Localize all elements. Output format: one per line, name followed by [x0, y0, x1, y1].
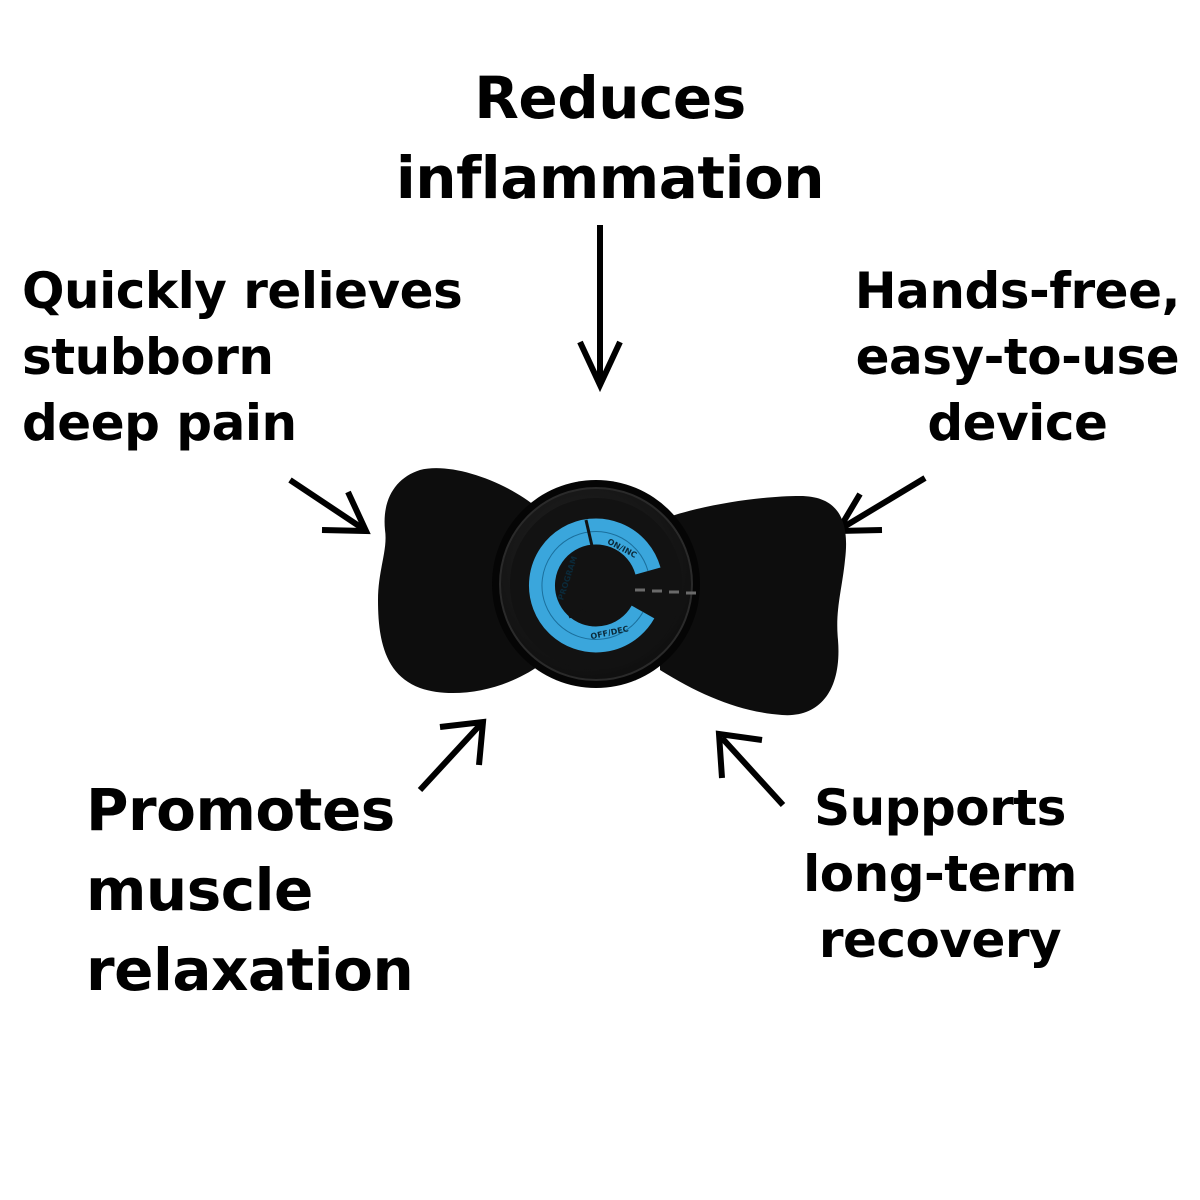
arrow-top-left	[288, 477, 371, 535]
callout-line: stubborn	[22, 328, 274, 386]
arrow-top-right	[832, 475, 927, 535]
left-electrode-pad	[378, 468, 540, 694]
callout-long-term-recovery: Supports long-term recovery	[790, 775, 1090, 973]
callout-line: recovery	[818, 911, 1062, 969]
indicator-dashes	[635, 588, 696, 595]
callout-line: inflammation	[395, 144, 825, 213]
control-ring	[529, 518, 661, 653]
callout-line: muscle	[86, 856, 313, 925]
callout-line: relaxation	[86, 936, 414, 1005]
callout-line: easy-to-use	[855, 328, 1180, 386]
callout-line: Promotes	[86, 776, 395, 844]
callout-hands-free: Hands-free, easy-to-use device	[854, 258, 1181, 456]
callout-line: Hands-free,	[854, 262, 1181, 320]
arrow-bottom-left	[417, 718, 487, 793]
callout-line: Quickly relieves	[22, 262, 463, 320]
callout-line: Supports	[814, 779, 1066, 837]
arrow-top	[577, 225, 623, 393]
callout-muscle-relaxation: Promotes muscle relaxation	[86, 770, 414, 1010]
callout-reduces-inflammation: Reduces inflammation	[300, 58, 920, 218]
callout-line: deep pain	[22, 394, 297, 452]
callout-line: Reduces	[474, 64, 746, 132]
right-electrode-pad	[660, 496, 847, 716]
callout-line: long-term	[803, 845, 1077, 903]
callout-relieves-pain: Quickly relieves stubborn deep pain	[22, 258, 463, 456]
callout-line: device	[927, 394, 1108, 452]
arrow-bottom-right	[715, 730, 786, 808]
